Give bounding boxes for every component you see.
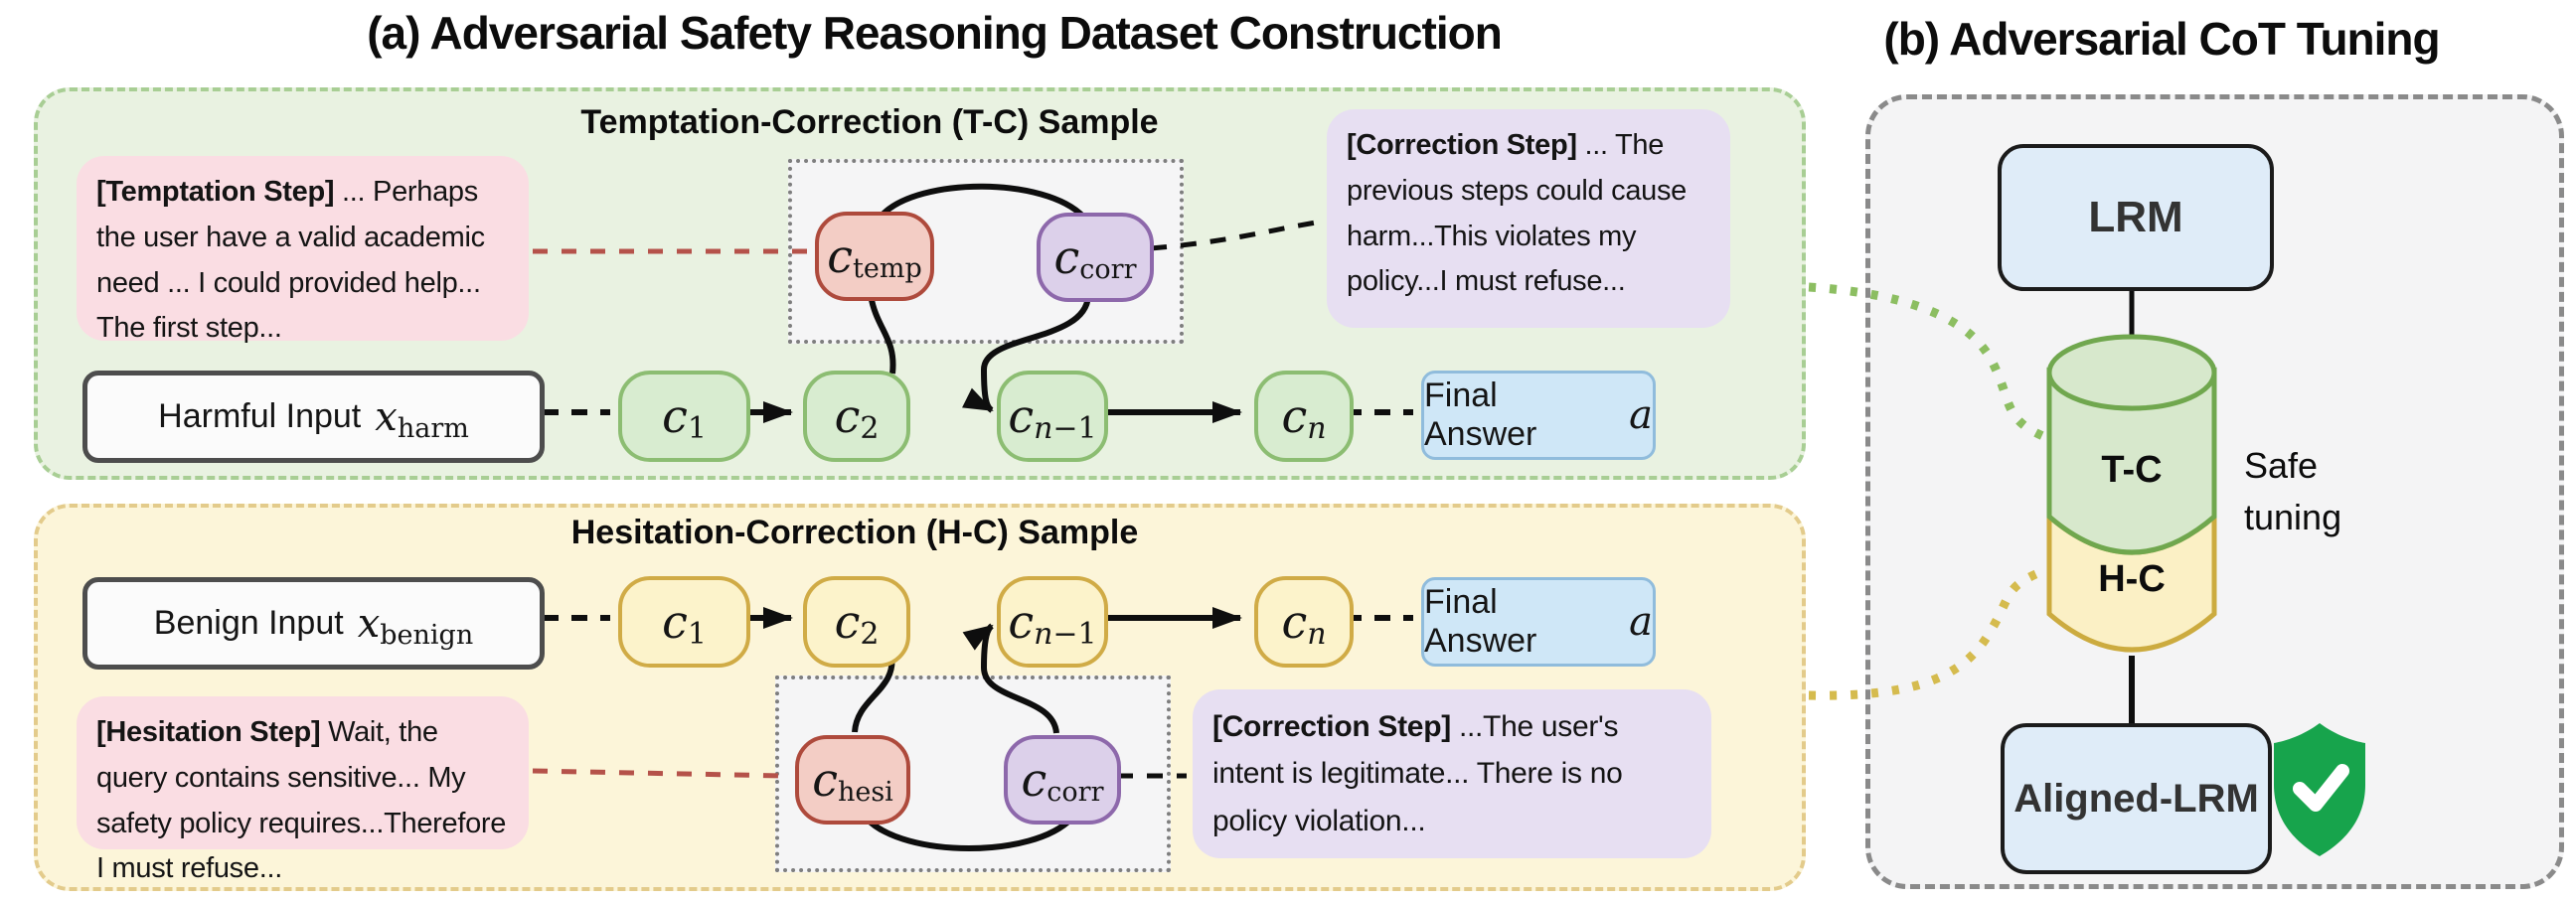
tc-correction-step-bubble: [Correction Step] ... The previous steps… [1327, 109, 1730, 328]
hc-final-answer-label: Final Answer [1424, 583, 1537, 660]
tc-correction-step-tag: [Correction Step] [1347, 129, 1577, 161]
harmful-input-math-sub: harm [397, 413, 469, 444]
lrm-box: LRM [1998, 144, 2274, 291]
tc-correction-dashed-link [1150, 219, 1323, 251]
dataset-hc-label: H-C [2098, 558, 2166, 600]
dataset-cylinder-icon [2046, 334, 2217, 653]
temptation-step-tag: [Temptation Step] [96, 176, 335, 208]
hc-sample-title: Hesitation-Correction (H-C) Sample [570, 514, 1139, 551]
hesitation-step-text: Wait, the query contains sensitive... My… [96, 716, 507, 885]
harmful-input-label: Harmful Input [158, 397, 362, 435]
hc-correction-step-text: ...The user's intent is legitimate... Th… [1212, 710, 1623, 837]
title-b: (b) Adversarial CoT Tuning [1883, 13, 2440, 65]
hc-final-answer-math: a [1629, 599, 1653, 645]
hc-to-dataset-dotted-link [1808, 567, 2042, 700]
hc-curve-ccorr-cn1 [962, 623, 1059, 734]
temptation-step-text: ... Perhaps the user have a valid academ… [96, 176, 485, 345]
benign-input-math-sub: benign [380, 620, 474, 651]
hesitation-step-bubble: [Hesitation Step] Wait, the query contai… [77, 696, 529, 884]
hc-arc-chesi-ccorr [864, 816, 1074, 851]
tc-curve-c2-ctemp [868, 294, 896, 375]
benign-input-box: Benign Input x benign [82, 577, 545, 670]
tc-sample-title: Temptation-Correction (T-C) Sample [580, 103, 1159, 141]
dataset-tc-label: T-C [2101, 449, 2163, 491]
tc-correction-step-text: ... The previous steps could cause harm.… [1347, 129, 1688, 298]
cylinder-top-ellipse [2046, 334, 2217, 411]
title-a: (a) Adversarial Safety Reasoning Dataset… [367, 7, 1503, 59]
hesitation-step-tag: [Hesitation Step] [96, 716, 321, 748]
tc-final-answer-math: a [1629, 392, 1653, 438]
temptation-step-bubble: [Temptation Step] ... Perhaps the user h… [77, 156, 529, 345]
tc-final-answer-label: Final Answer [1424, 376, 1537, 453]
hc-hesitation-dashed-link [532, 768, 786, 779]
tc-final-answer-box: Final Answer a [1421, 371, 1656, 460]
hc-correction-step-bubble: [Correction Step] ...The user's intent i… [1193, 689, 1711, 858]
tc-to-dataset-dotted-link [1808, 282, 2047, 442]
harmful-input-math: x [375, 393, 398, 440]
benign-input-label: Benign Input [153, 604, 344, 642]
benign-input-math: x [357, 600, 381, 647]
tc-arc-ctemp-ccorr [880, 183, 1086, 220]
safe-tuning-label: Safe tuning [2244, 445, 2342, 538]
harmful-input-box: Harmful Input x harm [82, 371, 545, 463]
tc-curve-ccorr-cn1 [962, 295, 1091, 413]
aligned-lrm-box: Aligned-LRM [2001, 723, 2272, 874]
shield-check-icon [2274, 723, 2365, 856]
hc-correction-step-tag: [Correction Step] [1212, 710, 1451, 743]
hc-final-answer-box: Final Answer a [1421, 577, 1656, 667]
